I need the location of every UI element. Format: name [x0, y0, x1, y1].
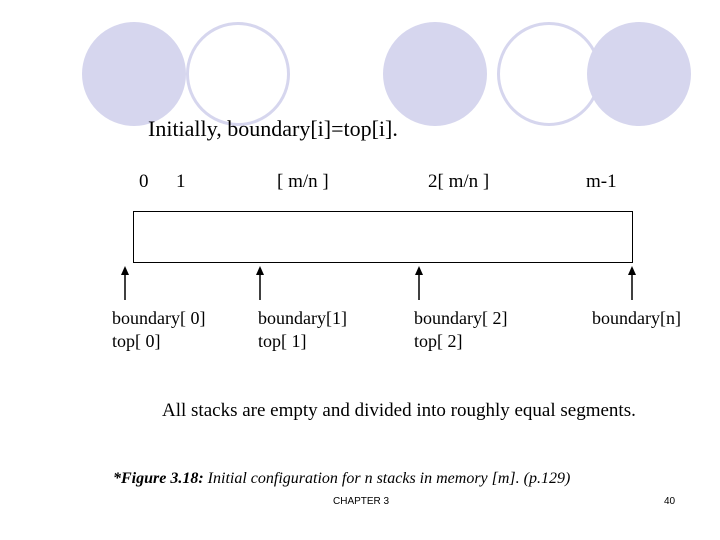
slide-title: Initially, boundary[i]=top[i].: [148, 116, 398, 141]
decor-circle-filled: [383, 22, 487, 126]
boundary-label: boundary[1]: [258, 308, 347, 328]
arrowhead-boundary-0: [121, 266, 129, 275]
page-number: 40: [664, 496, 676, 507]
top-label: top[ 1]: [258, 331, 307, 351]
index-label-0: 0: [139, 171, 149, 192]
index-label-1: 1: [176, 171, 186, 192]
pointer-label-0: boundary[ 0] top[ 0]: [112, 307, 205, 353]
arrowhead-boundary-1: [256, 266, 264, 275]
decor-circle-outline: [186, 22, 290, 126]
summary-text: All stacks are empty and divided into ro…: [162, 400, 636, 421]
boundary-label: boundary[ 2]: [414, 308, 508, 328]
arrowhead-boundary-n: [628, 266, 636, 275]
arrowhead-boundary-2: [415, 266, 423, 275]
boundary-label: boundary[ 0]: [112, 308, 206, 328]
caption-text: Initial configuration for n stacks in me…: [203, 470, 571, 487]
decor-circle-filled: [587, 22, 691, 126]
index-label-m-n: [ m/n ]: [277, 171, 329, 192]
boundary-label: boundary[n]: [592, 308, 681, 328]
top-label: top[ 2]: [414, 331, 463, 351]
figure-caption: *Figure 3.18: Initial configuration for …: [113, 470, 570, 488]
pointer-label-1: boundary[1] top[ 1]: [258, 307, 347, 353]
figure-label: *Figure 3.18:: [113, 470, 204, 487]
top-label: top[ 0]: [112, 331, 161, 351]
index-label-m-1: m-1: [586, 171, 617, 192]
footer-chapter: CHAPTER 3: [333, 496, 390, 507]
decor-circle-filled: [82, 22, 186, 126]
index-label-2m-n: 2[ m/n ]: [428, 171, 490, 192]
pointer-label-2: boundary[ 2] top[ 2]: [414, 307, 507, 353]
memory-array-box: [133, 211, 633, 263]
pointer-label-n: boundary[n]: [592, 307, 681, 330]
